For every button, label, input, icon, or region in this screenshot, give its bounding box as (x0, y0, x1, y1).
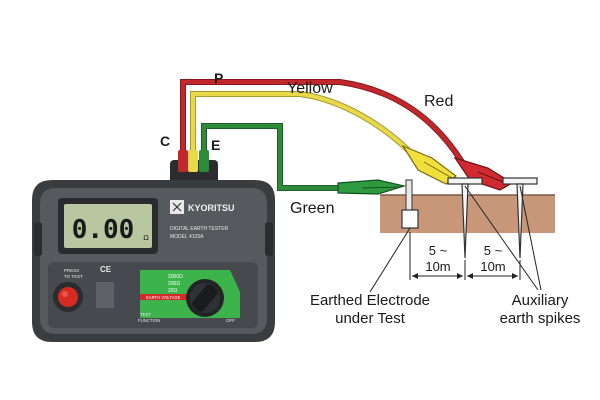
green-clip (337, 179, 407, 195)
green-wire (202, 124, 340, 190)
electrode-callout-line (369, 227, 411, 293)
yellow-wire (191, 92, 410, 168)
spacing-1-line-1: 5 ~ (429, 243, 448, 258)
range-2000: 2000Ω (168, 274, 183, 280)
terminal-p-plug (188, 150, 198, 172)
yellow-wire-outline (190, 91, 411, 168)
earth-voltage-band (140, 294, 204, 300)
spikes-label-line-2: earth spikes (500, 310, 581, 327)
lcd-unit: Ω (143, 234, 149, 242)
spike-callout-line-2 (519, 185, 542, 291)
earth-voltage-label: EARTH VOLTAGE (146, 295, 181, 300)
model-line-1: DIGITAL EARTH TESTER (170, 226, 229, 232)
terminal-label-e: E (211, 137, 220, 153)
right-grip (265, 222, 273, 256)
earthed-electrode (401, 209, 419, 229)
wire-label-green: Green (290, 200, 334, 217)
green-wire-outline (201, 123, 340, 191)
spikes-label-line-1: Auxiliary (512, 292, 569, 309)
left-grip (34, 222, 42, 256)
test-function-label-1: TEST (140, 312, 151, 317)
lcd-screen (64, 204, 152, 248)
spike-callout-line-1 (464, 185, 539, 291)
auxiliary-spike-c (502, 177, 538, 259)
spacing-1-line-2: 10m (425, 259, 450, 274)
test-button[interactable] (58, 287, 78, 307)
ce-mark: CE (100, 265, 112, 274)
terminal-label-c: C (160, 133, 170, 149)
range-200: 200Ω (168, 281, 180, 287)
red-wire (181, 80, 464, 168)
electrode-rod (405, 179, 413, 211)
test-function-label-2: FUNCTION (138, 318, 160, 323)
spacing-2-line-2: 10m (480, 259, 505, 274)
press-label-1: PRESS (64, 268, 79, 273)
earth-tester-device: 0.00 Ω KYORITSU DIGITAL EARTH TESTER MOD… (32, 150, 275, 342)
wire-label-yellow: Yellow (287, 80, 333, 97)
brand-name: KYORITSU (188, 203, 235, 213)
terminal-c-plug (178, 150, 188, 172)
auxiliary-spike-p (447, 177, 483, 259)
range-20: 20Ω (168, 288, 178, 294)
model-line-2: MODEL 4105A (170, 234, 204, 240)
press-label-2: TO TEST (64, 274, 83, 279)
off-label: OFF (226, 318, 235, 323)
wire-label-red: Red (424, 93, 453, 110)
dimension-lines (409, 232, 521, 280)
lcd-reading: 0.00 (72, 215, 135, 245)
terminal-e-plug (199, 150, 209, 172)
spacing-2-line-1: 5 ~ (484, 243, 503, 258)
electrode-label-line-2: under Test (335, 310, 406, 327)
dial-knob[interactable] (191, 283, 220, 313)
electrode-label-line-1: Earthed Electrode (310, 292, 430, 309)
terminal-label-p: P (214, 70, 223, 86)
warning-plate (96, 282, 114, 308)
